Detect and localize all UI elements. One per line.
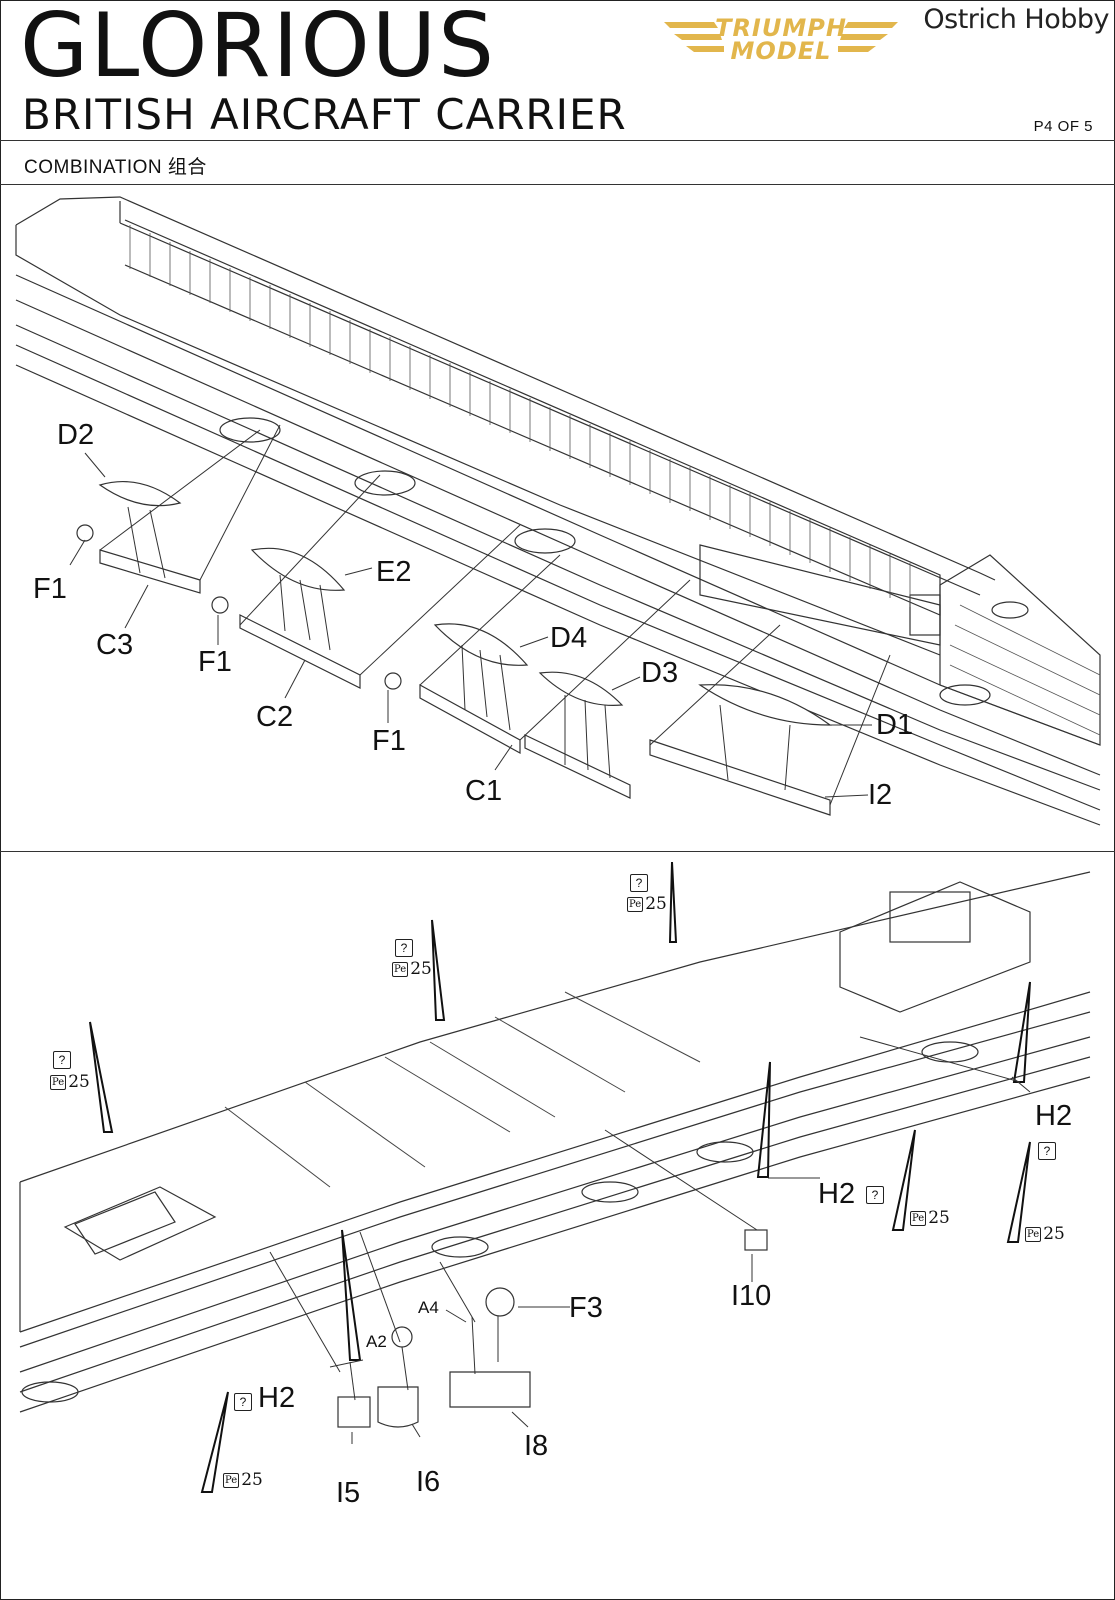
part-label-h2: H2 (258, 1382, 296, 1414)
part-label-i5: I5 (336, 1477, 361, 1509)
part-label-f1: F1 (198, 646, 232, 678)
pe-icon: Pe (1025, 1227, 1042, 1242)
part-label-h2: H2 (818, 1178, 856, 1210)
section-divider (0, 184, 1115, 185)
part-label-i2: I2 (868, 779, 893, 811)
part-label-h2: H2 (1035, 1100, 1073, 1132)
ship-hull-drawing-bottom (19, 861, 1091, 1493)
part-label-e2: E2 (376, 556, 412, 588)
pe-number: 25 (410, 959, 432, 979)
part-label-i6: I6 (416, 1466, 441, 1498)
pe-icon: Pe (627, 897, 644, 912)
page-number: P4 OF 5 (1033, 118, 1093, 135)
unknown-part-icon: ? (395, 939, 413, 957)
part-label-f1: F1 (372, 725, 406, 757)
part-label-d3: D3 (641, 657, 679, 689)
part-label-a2: A2 (366, 1332, 387, 1351)
part-label-f3: F3 (569, 1292, 603, 1324)
logo-line-1: TRIUMPH (715, 14, 847, 42)
page-subtitle: BRITISH AIRCRAFT CARRIER (22, 90, 627, 139)
section-title: COMBINATION 组合 (24, 157, 207, 178)
pe-number: 25 (241, 1470, 263, 1490)
pe-icon: Pe (223, 1473, 240, 1488)
part-label-d2: D2 (57, 419, 95, 451)
pe-number: 25 (645, 894, 667, 914)
ship-hull-drawing-top (15, 196, 1101, 826)
pe-number: 25 (928, 1208, 950, 1228)
pe-icon: Pe (392, 962, 409, 977)
part-label-c2: C2 (256, 701, 294, 733)
part-label-i8: I8 (524, 1430, 549, 1462)
assembly-panel-boats: D2 F1 C3 F1 E2 C2 F1 D4 D3 C1 D1 I2 (0, 185, 1115, 851)
part-label-d4: D4 (550, 622, 588, 654)
triumph-model-logo: TRIUMPH MODEL (664, 12, 898, 72)
pe-icon: Pe (50, 1075, 67, 1090)
unknown-part-icon: ? (1038, 1142, 1056, 1160)
part-label-i10: I10 (731, 1280, 772, 1312)
pe-icon: Pe (910, 1211, 927, 1226)
unknown-part-icon: ? (53, 1051, 71, 1069)
part-label-a4: A4 (418, 1298, 439, 1317)
brand-name: Ostrich Hobby (923, 4, 1109, 35)
part-label-c1: C1 (465, 775, 503, 807)
panel-divider (0, 851, 1115, 852)
wings-icon (664, 22, 898, 52)
part-label-d1: D1 (876, 709, 914, 741)
pe-number: 25 (1043, 1224, 1065, 1244)
page-title: GLORIOUS (20, 0, 496, 97)
unknown-part-icon: ? (630, 874, 648, 892)
unknown-part-icon: ? (866, 1186, 884, 1204)
header-divider (0, 140, 1115, 141)
part-label-c3: C3 (96, 629, 134, 661)
unknown-part-icon: ? (234, 1393, 252, 1411)
logo-line-2: MODEL (730, 37, 832, 65)
pe-number: 25 (68, 1072, 90, 1092)
part-label-f1: F1 (33, 573, 67, 605)
